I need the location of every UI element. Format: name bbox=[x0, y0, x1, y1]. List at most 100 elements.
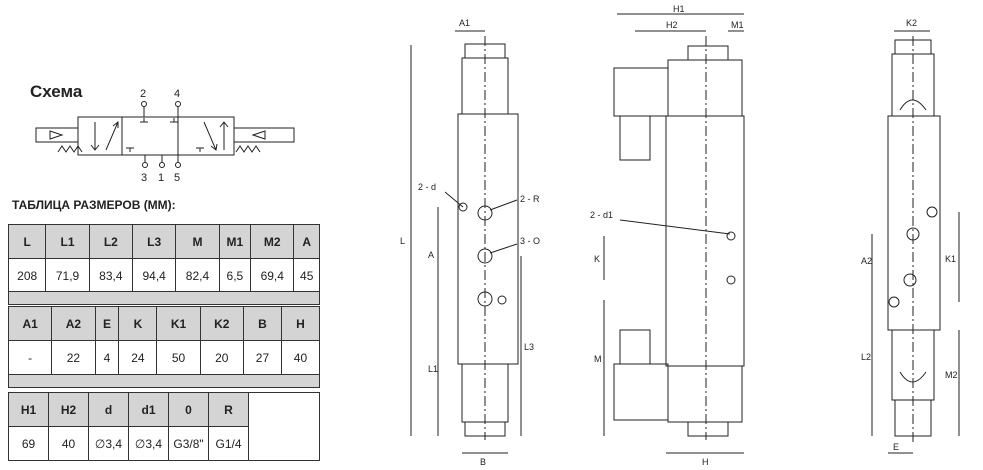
schema-title: Схема bbox=[30, 82, 83, 101]
solenoid-right bbox=[233, 127, 295, 143]
leader-d1 bbox=[619, 219, 731, 235]
dimensions-table-2: A1 A2 E K K1 K2 B H - 22 4 24 50 20 27 4… bbox=[7, 306, 321, 375]
table-title: ТАБЛИЦА РАЗМЕРОВ (ММ): bbox=[12, 198, 176, 212]
port-label-4: 4 bbox=[174, 88, 180, 100]
bottom-coil bbox=[667, 365, 743, 423]
th: L1 bbox=[45, 224, 90, 259]
label-2-d1: 2 - d1 bbox=[590, 210, 613, 220]
td: 50 bbox=[156, 340, 201, 375]
th: K2 bbox=[199, 306, 244, 341]
connector-bottom bbox=[613, 363, 669, 421]
port-label-3: 3 bbox=[141, 172, 147, 184]
td: ∅3,4 bbox=[128, 426, 169, 461]
dim-label-K1: K1 bbox=[945, 254, 956, 264]
dim-label-K: K bbox=[594, 254, 600, 264]
th: B bbox=[242, 306, 282, 341]
connector-top bbox=[613, 67, 669, 117]
top-coil bbox=[667, 59, 743, 117]
th: A bbox=[293, 224, 320, 259]
td: 69 bbox=[8, 426, 49, 461]
valve-box-1 bbox=[77, 116, 123, 156]
port-o bbox=[477, 248, 493, 264]
empty-cell bbox=[248, 392, 320, 461]
dimensions-table-3: H1 H2 d d1 0 R 69 40 ∅3,4 ∅3,4 G3/8" G1/… bbox=[8, 392, 320, 461]
td: - bbox=[7, 340, 53, 375]
port-r bbox=[477, 205, 493, 221]
dim-label-H1: H1 bbox=[673, 4, 685, 14]
table-separator bbox=[8, 374, 320, 388]
label-3-O: 3 - O bbox=[520, 236, 540, 246]
th: E bbox=[94, 306, 120, 341]
valve-body bbox=[887, 115, 941, 331]
dim-label-E: E bbox=[893, 442, 899, 452]
th: 0 bbox=[168, 392, 209, 427]
td: 45 bbox=[293, 258, 320, 293]
valve-body bbox=[665, 115, 745, 367]
th: H bbox=[280, 306, 321, 341]
td: 6,5 bbox=[218, 258, 252, 293]
th: A2 bbox=[51, 306, 96, 341]
th: H2 bbox=[48, 392, 89, 427]
dim-label-M2: M2 bbox=[945, 370, 958, 380]
flow-arrow-icon bbox=[203, 121, 218, 151]
port-circle bbox=[142, 162, 148, 168]
td: 24 bbox=[118, 340, 158, 375]
td: 82,4 bbox=[175, 258, 220, 293]
end-view bbox=[871, 30, 960, 454]
th: R bbox=[208, 392, 249, 427]
port bbox=[903, 273, 917, 287]
flow-arrow-icon bbox=[219, 121, 229, 150]
th: L3 bbox=[132, 224, 177, 259]
side-view bbox=[603, 13, 745, 454]
dim-label-L3: L3 bbox=[524, 342, 534, 352]
dim-label-L: L bbox=[400, 236, 405, 246]
leader-R bbox=[489, 199, 518, 211]
th: H1 bbox=[8, 392, 49, 427]
td: 40 bbox=[280, 340, 321, 375]
label-2-R: 2 - R bbox=[520, 194, 540, 204]
th: M2 bbox=[250, 224, 295, 259]
port-circle bbox=[159, 162, 165, 168]
td: 208 bbox=[7, 258, 47, 293]
flow-arrow-icon bbox=[90, 122, 100, 151]
td: 83,4 bbox=[88, 258, 134, 293]
th: L2 bbox=[88, 224, 134, 259]
td: 4 bbox=[94, 340, 120, 375]
valve-box-3 bbox=[177, 116, 235, 156]
port-circle bbox=[175, 162, 181, 168]
valve-schematic bbox=[35, 101, 295, 168]
dim-label-K2: K2 bbox=[906, 18, 917, 28]
dim-label-H: H bbox=[702, 457, 709, 467]
connector-plug-bottom bbox=[619, 329, 651, 365]
closed-port-icon bbox=[196, 147, 204, 152]
mount-hole bbox=[888, 296, 900, 308]
front-view bbox=[410, 30, 522, 454]
solenoid-left bbox=[35, 127, 79, 143]
connector-plug-top bbox=[619, 115, 651, 161]
closed-port-icon bbox=[126, 147, 134, 152]
mount-hole bbox=[497, 295, 507, 305]
td: 27 bbox=[242, 340, 282, 375]
label-2-d: 2 - d bbox=[418, 182, 436, 192]
valve-body bbox=[457, 113, 519, 365]
bottom-nut bbox=[687, 421, 729, 437]
table-separator bbox=[8, 291, 320, 305]
top-nut bbox=[687, 45, 729, 61]
dim-label-A1: A1 bbox=[459, 18, 470, 28]
port-label-1: 1 bbox=[158, 172, 164, 184]
dim-label-L2: L2 bbox=[861, 352, 871, 362]
dim-label-M1: M1 bbox=[731, 20, 744, 30]
port bbox=[906, 227, 920, 241]
dim-label-L1: L1 bbox=[428, 364, 438, 374]
dimensions-table-1: L L1 L2 L3 M M1 M2 A 208 71,9 83,4 94,4 … bbox=[7, 224, 320, 293]
port-circle bbox=[175, 101, 181, 107]
mount-hole bbox=[458, 202, 468, 212]
th: L bbox=[7, 224, 47, 259]
dim-label-B: B bbox=[480, 457, 486, 467]
dim-label-A: A bbox=[428, 250, 434, 260]
th: A1 bbox=[7, 306, 53, 341]
dim-label-H2: H2 bbox=[666, 20, 678, 30]
dim-label-M: M bbox=[594, 354, 602, 364]
th: M bbox=[175, 224, 220, 259]
